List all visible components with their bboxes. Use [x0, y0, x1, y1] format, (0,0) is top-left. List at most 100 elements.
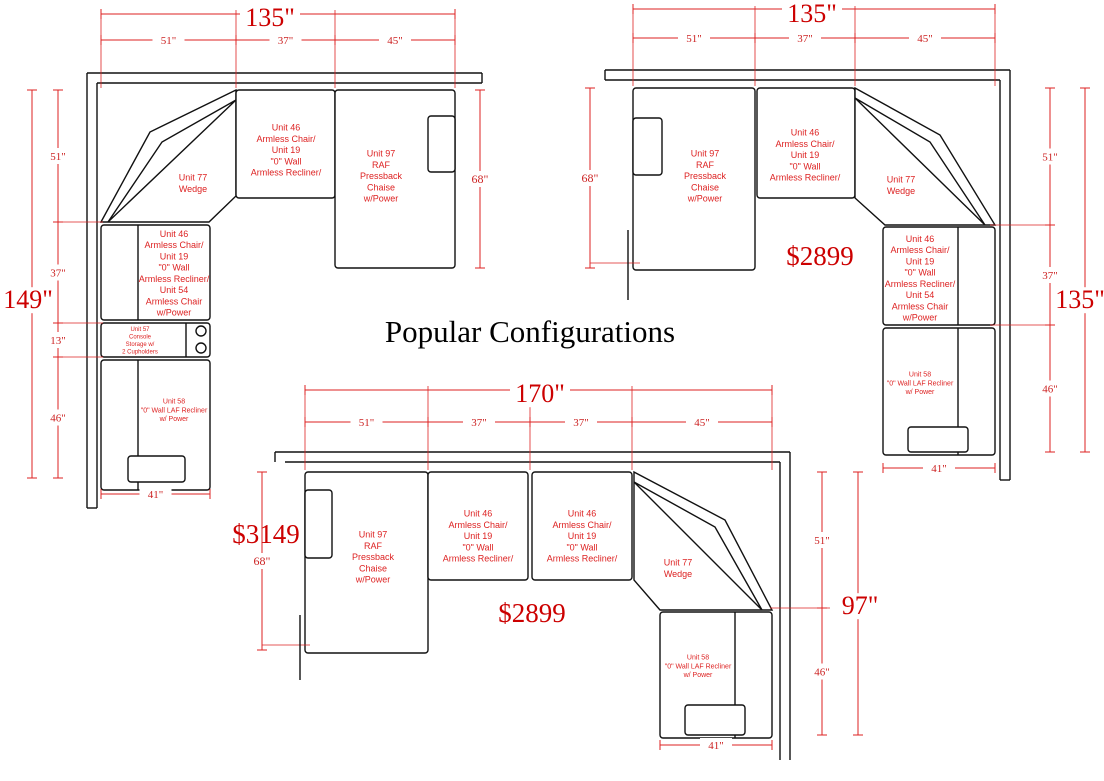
config1-total-height-label: 149"	[3, 285, 53, 314]
unit-label-line: Armless Chair/	[552, 520, 612, 530]
config2-top-dim-label: 45"	[917, 33, 933, 45]
config3-total-height-label-gap	[830, 593, 890, 620]
unit-label-line: Unit 19	[464, 531, 493, 541]
unit-label-line: Armless Recliner/	[770, 173, 841, 183]
unit-label-line: Unit 77	[179, 173, 208, 183]
config3-right-dim-label: 46"	[814, 667, 830, 679]
unit-label-line: RAF	[696, 160, 715, 170]
config3-top-dim-gap	[565, 415, 597, 429]
config3-wedge	[633, 470, 774, 611]
config2-total-height-label: 135"	[1055, 285, 1104, 314]
config1-left-dim-label: 13"	[50, 335, 66, 347]
unit-label-line: Unit 19	[160, 251, 189, 261]
unit-label-line: Unit 97	[359, 530, 388, 540]
unit-label-line: w/ Power	[159, 416, 189, 423]
unit-label-line: "0" Wall	[789, 161, 820, 171]
unit-label-line: RAF	[364, 541, 383, 551]
unit-label-line: w/Power	[687, 194, 723, 204]
config3-total-width-label-gap	[510, 381, 570, 408]
config3-wedge-back	[633, 481, 763, 611]
config3-bottom-dim-gap	[700, 738, 732, 752]
unit-label-line: Unit 46	[160, 229, 189, 239]
config1-footrest	[127, 455, 186, 483]
config2-wedge	[854, 86, 997, 226]
config1-left-dim-gap	[43, 409, 73, 426]
config1-bottom-dim-label: 41"	[148, 489, 164, 501]
price-config3-left: $3149	[232, 519, 300, 549]
config1-wedge-back	[107, 99, 237, 223]
config1-console	[100, 322, 211, 358]
config1-top-dim-label: 37"	[278, 35, 294, 47]
unit-label-line: w/Power	[902, 313, 938, 323]
unit-label-line: w/ Power	[683, 672, 713, 679]
config3-chaise-arm	[304, 489, 333, 559]
price-config3-center: $2899	[498, 598, 566, 628]
config1-chaise-arm	[427, 115, 456, 173]
unit-label-line: Armless Chair	[146, 296, 203, 306]
config2-chaise-arm	[632, 117, 663, 176]
unit-label-line: Unit 58	[687, 655, 709, 662]
config1-left-dim-gap	[43, 332, 73, 348]
config2-right-dim-label: 46"	[1042, 384, 1058, 396]
config1-top-dim-gap	[269, 33, 302, 47]
unit-label-line: Unit 54	[906, 290, 935, 300]
config3-top-dim-gap	[686, 415, 718, 429]
cupholder-icon	[195, 325, 207, 337]
config1-left-dim-label: 37"	[50, 268, 66, 280]
unit-label-line: "0" Wall	[566, 542, 597, 552]
config1-left-dim-label: 46"	[50, 413, 66, 425]
config3-total-height-label: 97"	[842, 591, 879, 620]
unit-label-line: Armless Recliner/	[139, 274, 210, 284]
unit-label-line: w/ Power	[905, 389, 935, 396]
unit-label-line: Armless Chair/	[256, 134, 316, 144]
config3-top-dim-gap	[350, 415, 383, 429]
config3-top-dim-label: 37"	[471, 417, 487, 429]
config2-total-width-label-gap	[782, 1, 842, 28]
unit-label-line: Unit 57	[130, 327, 150, 333]
config1-top-dim-label: 51"	[161, 35, 177, 47]
config2-right-dim-gap	[1035, 148, 1065, 165]
config1-total-width-label: 135"	[245, 3, 295, 32]
unit-label-line: Unit 77	[887, 175, 916, 185]
config1-armless-chair	[235, 89, 336, 199]
config3-chaise-depth-label: 68"	[254, 554, 271, 568]
unit-label-line: "0" Wall	[462, 542, 493, 552]
unit-label-line: "0" Wall LAF Recliner	[141, 407, 208, 414]
unit-label-line: Chaise	[691, 182, 719, 192]
config3-armless-chair-1	[427, 471, 529, 581]
unit-label-line: "0" Wall LAF Recliner	[887, 380, 954, 387]
unit-label-line: Unit 19	[791, 150, 820, 160]
unit-label-line: Unit 58	[163, 399, 185, 406]
unit-label-line: Unit 77	[664, 558, 693, 568]
unit-label-line: Storage w/	[126, 342, 155, 348]
config2-footrest	[907, 426, 969, 453]
config1-total-width-label-gap	[240, 5, 300, 32]
config3-right-dim-label: 51"	[814, 535, 830, 547]
config2-top-dim-label: 37"	[797, 33, 813, 45]
unit-label-line: Pressback	[684, 171, 727, 181]
config1-left-dim-gap	[43, 264, 73, 281]
config2-top-dim-gap	[789, 31, 821, 45]
config3-top-dim-label: 51"	[359, 417, 375, 429]
unit-label-line: Armless Chair/	[890, 245, 950, 255]
unit-label-line: Unit 58	[909, 372, 931, 379]
config3-top-dim-label: 37"	[573, 417, 589, 429]
config3-armless-chair-2	[531, 471, 633, 581]
config2-top-dim-gap	[678, 31, 710, 45]
config2-recliner-label: Unit 58"0" Wall LAF Recliner w/ Power	[887, 372, 954, 397]
unit-label-line: Unit 46	[272, 123, 301, 133]
unit-label-line: Unit 46	[568, 509, 597, 519]
config2-total-height-label-gap	[1050, 287, 1104, 314]
unit-label-line: "0" Wall	[904, 268, 935, 278]
config2-total-width-label: 135"	[787, 0, 837, 28]
config3-top-dim-gap	[463, 415, 495, 429]
unit-label-line: Armless Chair	[892, 301, 949, 311]
